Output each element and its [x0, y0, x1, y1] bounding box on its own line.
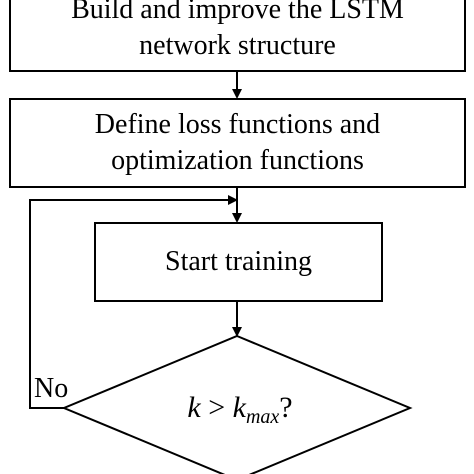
start-training-step: Start training [94, 222, 383, 302]
build-step-line-2: network structure [139, 30, 336, 61]
define-step-line-1: Define loss functions and [94, 109, 381, 140]
decision-condition: k > kmax? [140, 388, 340, 437]
condition-bound: k [232, 391, 246, 424]
loop-back-arrow [29, 195, 238, 409]
decision-diamond [61, 334, 413, 474]
condition-bound-subscript: max [245, 406, 280, 428]
build-step-line-1: Build and improve the LSTM [71, 0, 404, 25]
no-branch-label: No [34, 373, 69, 404]
condition-variable: k [187, 391, 201, 424]
define-step-line-2: optimization functions [111, 145, 364, 176]
condition-operator: > [208, 391, 226, 424]
train-step-label: Start training [165, 246, 312, 277]
define-functions-step: Define loss functions and optimization f… [9, 98, 466, 188]
build-network-step: Build and improve the LSTM network struc… [9, 0, 466, 72]
condition-question-mark: ? [279, 391, 293, 424]
